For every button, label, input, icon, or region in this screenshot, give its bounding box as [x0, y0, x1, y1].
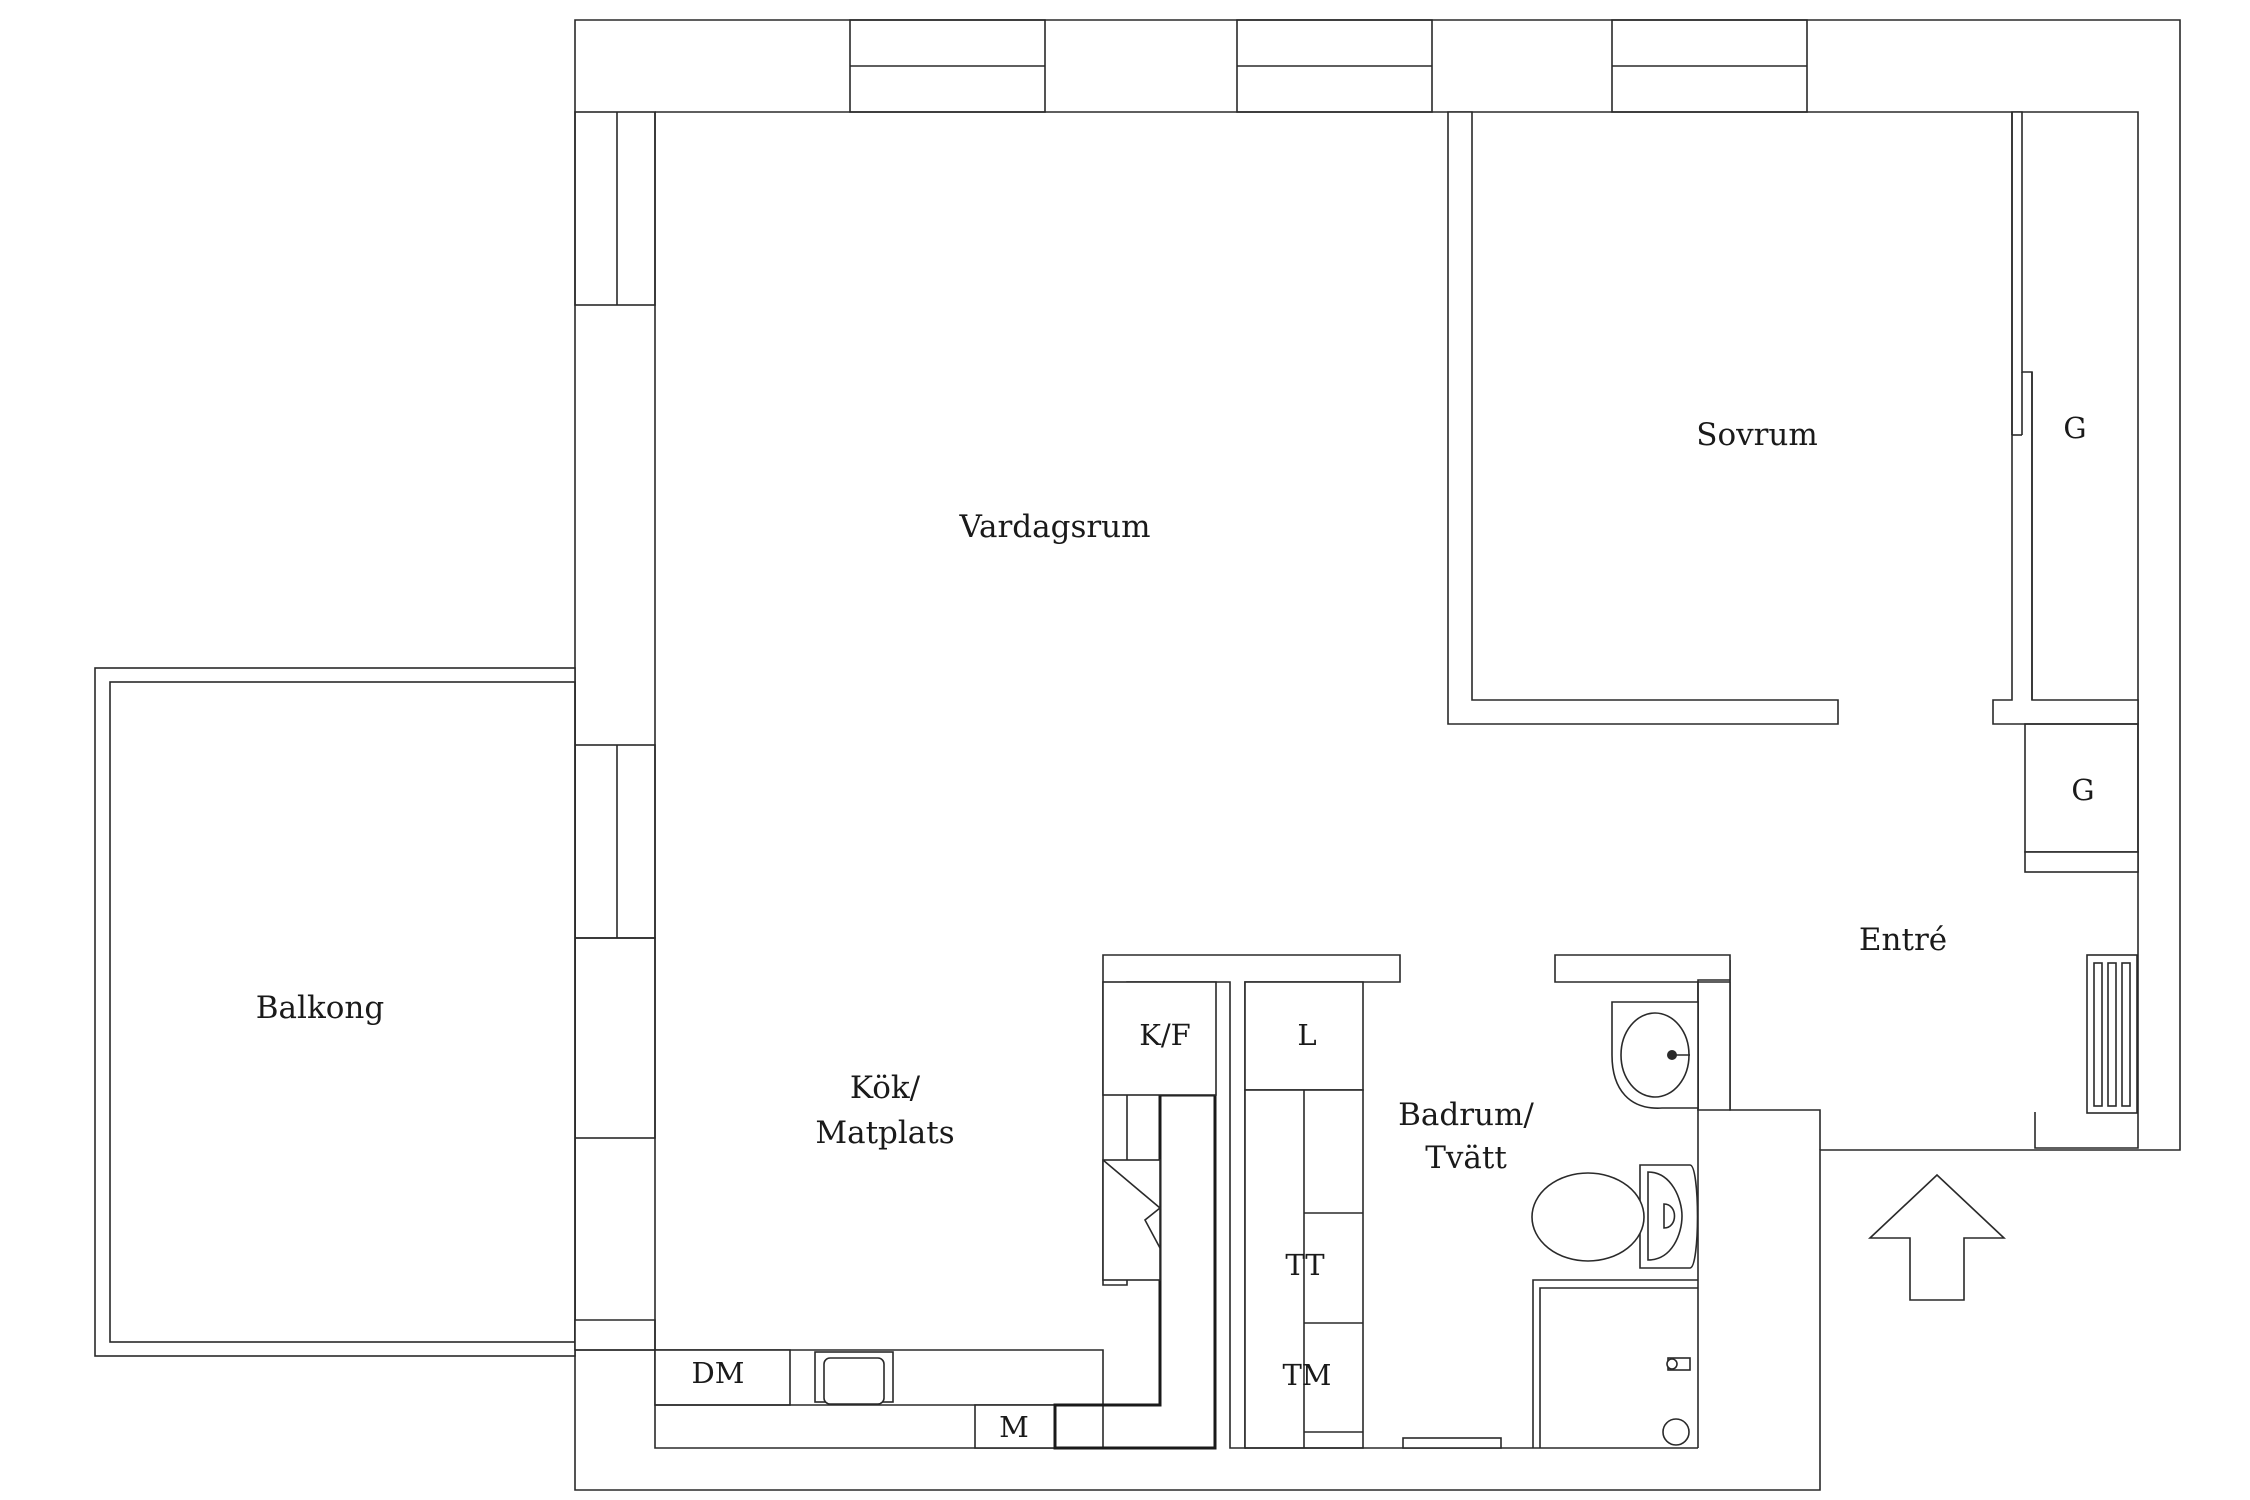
bathroom — [1245, 981, 1731, 1449]
room-label-badrum-line1: Badrum/ — [1398, 1097, 1534, 1133]
kitchen-sink — [814, 1351, 894, 1405]
fixture-label-linneskap: L — [1297, 1018, 1316, 1052]
room-label-badrum-line2: Tvätt — [1425, 1140, 1507, 1176]
fixture-label-garderob-2: G — [2071, 773, 2094, 807]
radiator — [2086, 954, 2138, 1114]
bedroom-walls — [1447, 111, 2139, 725]
room-label-balkong: Balkong — [256, 990, 384, 1026]
wardrobe-2 — [2024, 723, 2139, 873]
balcony — [94, 667, 576, 1357]
interior-walls — [574, 954, 1731, 1449]
fixture-label-diskmaskin: DM — [692, 1356, 745, 1390]
windows-top — [849, 19, 1808, 113]
room-label-kok-line1: Kök/ — [850, 1070, 921, 1106]
fixture-label-garderob-1: G — [2063, 411, 2086, 445]
room-label-vardagsrum: Vardagsrum — [958, 509, 1150, 545]
room-label-kok-line2: Matplats — [815, 1115, 954, 1151]
room-label-sovrum: Sovrum — [1696, 417, 1818, 453]
laundry-column — [1244, 981, 1364, 1449]
fixture-label-kyl-frys: K/F — [1139, 1018, 1191, 1052]
fixture-label-mikro: M — [999, 1410, 1029, 1444]
room-label-entre: Entré — [1859, 922, 1947, 958]
fixture-label-tvattmaskin: TM — [1282, 1358, 1331, 1392]
fixture-label-torktumlare: TT — [1285, 1248, 1325, 1282]
entry-arrow — [1867, 1173, 2007, 1301]
